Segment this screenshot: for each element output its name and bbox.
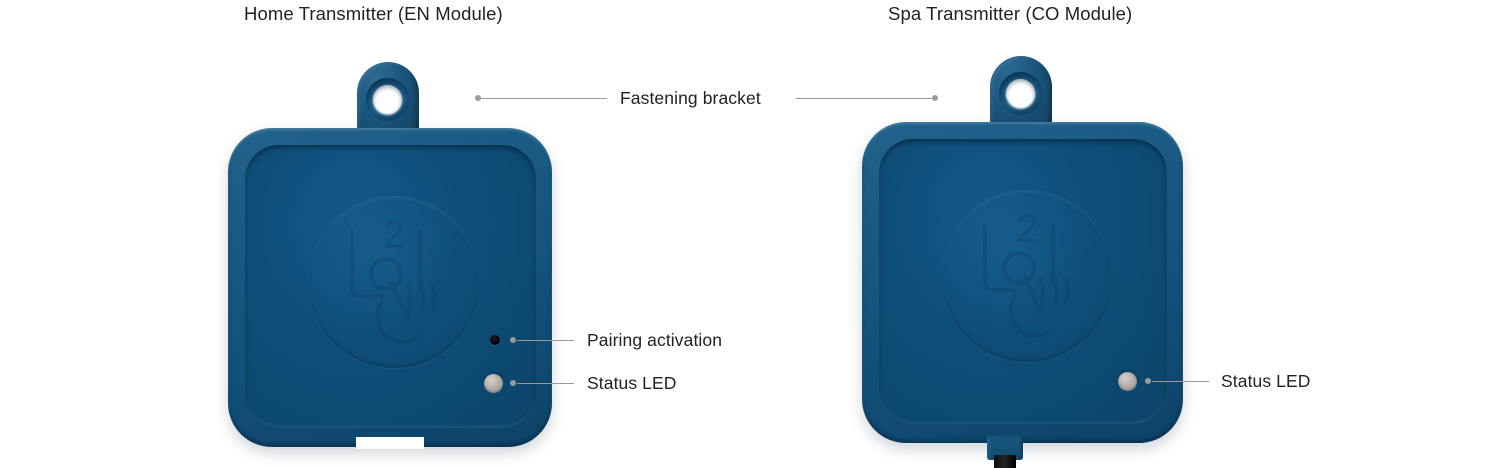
h2o-hand-emboss-logo-right: 2 <box>941 190 1113 362</box>
h2o-hand-logo-icon-right: 2 <box>982 207 1070 339</box>
svg-text:2: 2 <box>383 213 405 257</box>
fastening-bracket-hole-left <box>373 85 402 114</box>
leader-dot-status-led-left <box>510 380 516 386</box>
status-led-left <box>484 374 503 393</box>
leader-dot-bracket-left <box>475 95 481 101</box>
leader-dot-status-led-right <box>1145 378 1151 384</box>
callout-label-fastening-bracket: Fastening bracket <box>620 88 761 108</box>
callout-label-status-led-right: Status LED <box>1221 371 1311 391</box>
leader-line-bracket-left <box>480 98 607 99</box>
leader-line-status-led-left <box>517 383 574 384</box>
h2o-hand-emboss-logo-left: 2 <box>308 196 480 368</box>
callout-label-status-led-left: Status LED <box>587 373 677 393</box>
leader-dot-bracket-right <box>932 95 938 101</box>
leader-line-bracket-right <box>796 98 932 99</box>
leader-line-status-led-right <box>1152 381 1209 382</box>
h2o-hand-logo-icon-left: 2 <box>349 213 437 345</box>
device-title-spa-transmitter: Spa Transmitter (CO Module) <box>888 3 1133 24</box>
bottom-notch-left <box>356 437 424 449</box>
status-led-right <box>1118 372 1137 391</box>
leader-dot-pairing-activation <box>510 337 516 343</box>
device-title-home-transmitter: Home Transmitter (EN Module) <box>244 3 503 24</box>
svg-text:2: 2 <box>1016 207 1038 251</box>
leader-line-pairing-activation <box>517 340 574 341</box>
power-cable-right <box>994 455 1016 468</box>
pairing-activation-hole[interactable] <box>490 335 500 345</box>
callout-label-pairing-activation: Pairing activation <box>587 330 723 350</box>
fastening-bracket-hole-right <box>1006 79 1035 108</box>
